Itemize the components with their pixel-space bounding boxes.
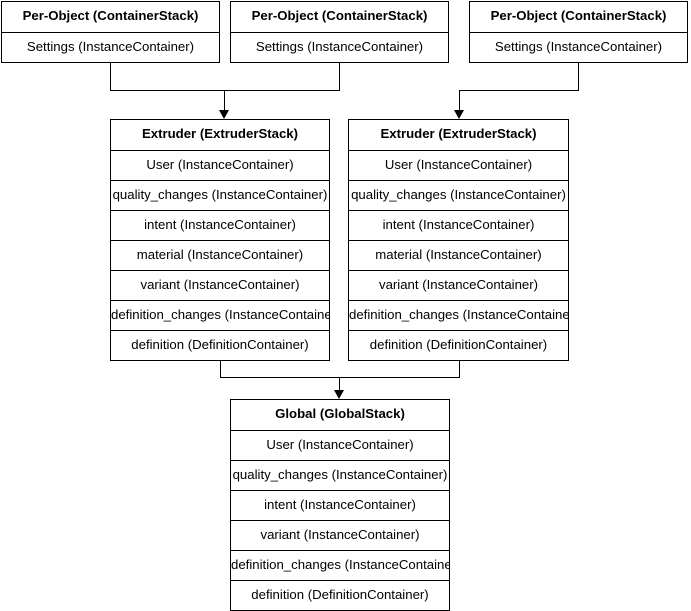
edge-perobject3-down [578,56,579,91]
node-row: quality_changes (InstanceContainer) [111,180,329,210]
node-row: Settings (InstanceContainer) [2,32,219,62]
edge-extruder1-down [220,359,221,378]
node-global[interactable]: Global (GlobalStack) User (InstanceConta… [230,399,450,611]
edge-extruder2-down [459,359,460,378]
node-row: variant (InstanceContainer) [349,270,568,300]
node-header: Extruder (ExtruderStack) [349,120,568,150]
node-header: Per-Object (ContainerStack) [2,2,219,32]
node-extruder-1[interactable]: Extruder (ExtruderStack) User (InstanceC… [110,119,330,361]
node-per-object-3[interactable]: Per-Object (ContainerStack) Settings (In… [469,1,688,63]
node-row: definition_changes (InstanceContainer) [231,550,449,580]
node-row: variant (InstanceContainer) [111,270,329,300]
node-row: quality_changes (InstanceContainer) [231,460,449,490]
arrowhead-extruder2 [454,110,464,119]
node-row: User (InstanceContainer) [349,150,568,180]
node-row: definition (DefinitionContainer) [349,330,568,360]
node-row: intent (InstanceContainer) [231,490,449,520]
node-header: Per-Object (ContainerStack) [231,2,448,32]
node-row: definition_changes (InstanceContainer) [349,300,568,330]
edge-merge-extruder1 [110,90,340,91]
node-row: Settings (InstanceContainer) [231,32,448,62]
node-row: variant (InstanceContainer) [231,520,449,550]
edge-merge-global [220,377,460,378]
node-per-object-2[interactable]: Per-Object (ContainerStack) Settings (In… [230,1,449,63]
node-row: material (InstanceContainer) [349,240,568,270]
edge-merge-extruder2 [459,90,579,91]
node-row: User (InstanceContainer) [231,430,449,460]
edge-drop-extruder1 [224,90,225,117]
node-row: definition (DefinitionContainer) [231,580,449,610]
node-row: Settings (InstanceContainer) [470,32,687,62]
node-row: intent (InstanceContainer) [349,210,568,240]
node-row: quality_changes (InstanceContainer) [349,180,568,210]
arrowhead-global [334,390,344,399]
node-row: intent (InstanceContainer) [111,210,329,240]
node-header: Global (GlobalStack) [231,400,449,430]
edge-drop-global [339,377,340,397]
node-per-object-1[interactable]: Per-Object (ContainerStack) Settings (In… [1,1,220,63]
node-row: material (InstanceContainer) [111,240,329,270]
node-header: Per-Object (ContainerStack) [470,2,687,32]
edge-drop-extruder2 [459,90,460,117]
node-row: definition (DefinitionContainer) [111,330,329,360]
node-header: Extruder (ExtruderStack) [111,120,329,150]
node-extruder-2[interactable]: Extruder (ExtruderStack) User (InstanceC… [348,119,569,361]
edge-perobject2-down [339,56,340,91]
node-row: definition_changes (InstanceContainer) [111,300,329,330]
edge-perobject1-down [110,56,111,91]
node-row: User (InstanceContainer) [111,150,329,180]
arrowhead-extruder1 [219,110,229,119]
